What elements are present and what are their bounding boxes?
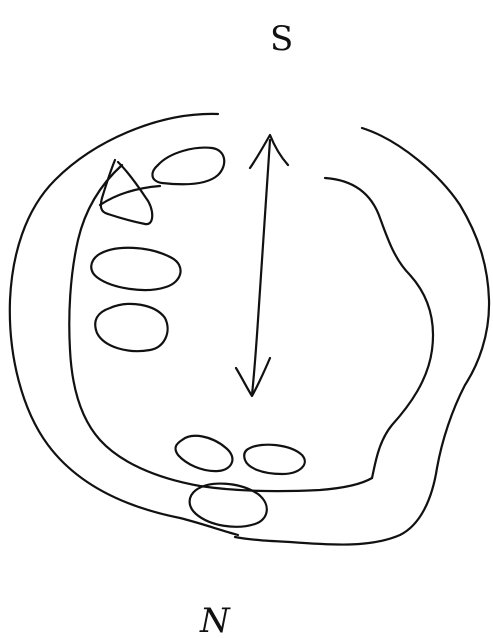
inner-ring-left xyxy=(69,165,372,491)
south-label: S xyxy=(270,19,293,59)
swoosh-stroke xyxy=(100,186,160,205)
north-label: N xyxy=(199,601,231,638)
inner-ring-right xyxy=(325,178,433,478)
oval-middle-upper xyxy=(91,248,180,290)
oval-bottom-left xyxy=(175,436,232,471)
oval-middle-lower xyxy=(95,304,167,351)
oval-top-right xyxy=(152,148,224,185)
arrow-shaft xyxy=(252,140,270,395)
outer-ring-left xyxy=(10,114,238,535)
oval-bottom-right xyxy=(244,445,305,474)
